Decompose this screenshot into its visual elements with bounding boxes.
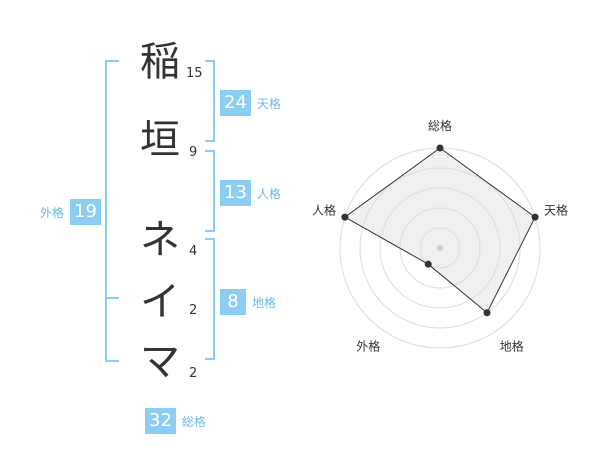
radar-center-dot [437, 245, 443, 251]
soukaku-value: 32 [145, 408, 176, 434]
name-char-4: イ [140, 279, 180, 325]
radar-axis-label-1: 天格 [544, 202, 568, 217]
radar-point-1 [531, 213, 539, 221]
radar-axis-label-0: 総格 [428, 118, 452, 133]
radar-grid [339, 147, 541, 349]
chikaku-bracket [205, 238, 215, 360]
stroke-count-4: 2 [189, 303, 198, 318]
name-char-1: 稲 [140, 39, 180, 85]
chikaku-label: 地格 [252, 295, 277, 310]
gaikaku-label: 外格 [40, 205, 65, 220]
tenkaku-label: 天格 [256, 96, 281, 111]
name-char-2: 垣 [140, 117, 180, 163]
radar-point-4 [341, 213, 349, 221]
jinkaku-bracket [205, 150, 215, 232]
radar-axis-label-4: 人格 [312, 202, 336, 217]
radar-points [341, 144, 539, 317]
gaikaku-bracket-tick [105, 297, 119, 299]
stroke-count-5: 2 [189, 366, 198, 381]
soukaku-label: 総格 [181, 414, 206, 429]
jinkaku-label: 人格 [256, 186, 281, 201]
radar-point-0 [436, 144, 444, 152]
stroke-count-1: 15 [186, 66, 203, 81]
chikaku-value: 8 [220, 289, 246, 315]
tenkaku-value: 24 [220, 90, 251, 116]
radar-point-2 [483, 309, 491, 317]
tenkaku-badge: 24 天格 [220, 90, 281, 116]
name-char-5: マ [140, 339, 180, 385]
chikaku-badge: 8 地格 [220, 289, 276, 315]
radar-point-3 [424, 260, 432, 268]
tenkaku-bracket [205, 60, 215, 142]
jinkaku-value: 13 [220, 180, 251, 206]
radar-ring-1 [419, 227, 461, 269]
stroke-count-3: 4 [189, 244, 198, 259]
stroke-count-2: 9 [189, 145, 198, 160]
soukaku-badge: 32 総格 [145, 408, 206, 434]
radar-data-shape [343, 147, 536, 314]
radar-axis-label-3: 外格 [356, 339, 380, 354]
radar-axis-label-2: 地格 [500, 339, 524, 354]
radar-data-fill [344, 148, 536, 313]
name-char-3: ネ [140, 217, 180, 263]
gaikaku-badge: 外格 19 [40, 199, 101, 225]
jinkaku-badge: 13 人格 [220, 180, 281, 206]
radar-ring-3 [379, 187, 501, 309]
gaikaku-value: 19 [70, 199, 101, 225]
gaikaku-bracket [105, 60, 119, 362]
